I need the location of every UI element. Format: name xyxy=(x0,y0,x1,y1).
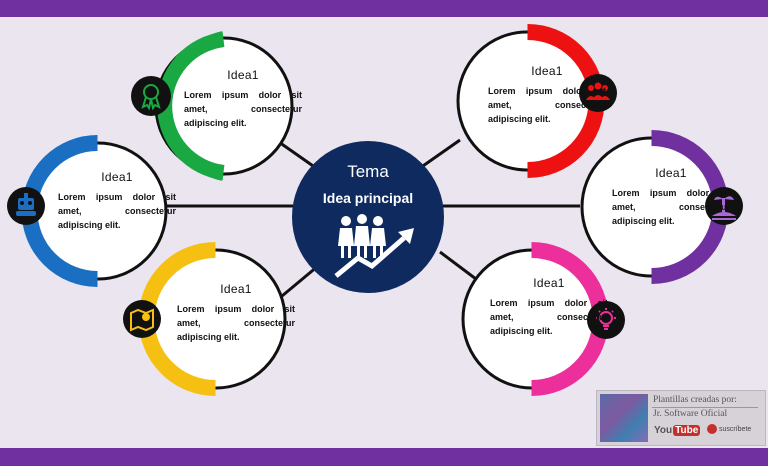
idea-text-pink: Idea1 Lorem ipsum dolor sit amet, consec… xyxy=(490,276,608,338)
idea-body: Lorem ipsum dolor sit amet, consectetur … xyxy=(177,304,295,342)
idea-body: Lorem ipsum dolor sit amet, consectetur … xyxy=(58,192,176,230)
team-growth-icon xyxy=(338,214,386,258)
idea-body: Lorem ipsum dolor sit amet, consectetur … xyxy=(490,298,608,336)
idea-text-green: Idea1 Lorem ipsum dolor sit amet, consec… xyxy=(184,68,302,130)
idea-text-blue: Idea1 Lorem ipsum dolor sit amet, consec… xyxy=(58,170,176,232)
connector-red xyxy=(419,138,461,170)
idea-body: Lorem ipsum dolor sit amet, consectetur … xyxy=(184,90,302,128)
connectors xyxy=(162,138,580,298)
connector-pink xyxy=(439,250,481,284)
badge-divider xyxy=(652,407,758,408)
youtube-you: You xyxy=(654,425,673,436)
channel-thumbnail xyxy=(600,394,648,442)
robot-icon xyxy=(16,193,36,216)
idea-title: Idea1 xyxy=(227,68,259,82)
idea-title: Idea1 xyxy=(655,166,687,180)
award-ribbon-icon xyxy=(141,84,161,111)
connector-yellow xyxy=(281,264,319,298)
center-node xyxy=(292,141,444,293)
idea-body: Lorem ipsum dolor sit amet, consectetur … xyxy=(612,188,730,226)
idea-node-blue xyxy=(7,135,168,287)
idea-node-purple xyxy=(580,130,743,284)
idea-body: Lorem ipsum dolor sit amet, consectetur … xyxy=(488,86,606,124)
center-subtitle: Idea principal xyxy=(322,190,414,206)
idea-node-yellow xyxy=(123,242,287,396)
idea-node-green xyxy=(131,31,294,181)
connector-green xyxy=(275,138,317,170)
idea-title: Idea1 xyxy=(533,276,565,290)
idea-text-red: Idea1 Lorem ipsum dolor sit amet, consec… xyxy=(488,64,606,126)
subscribe-button[interactable]: suscríbete xyxy=(707,424,751,434)
group-people-icon xyxy=(586,82,610,100)
idea-node-red xyxy=(456,24,617,178)
hand-click-icon xyxy=(707,424,717,434)
idea-text-purple: Idea1 Lorem ipsum dolor sit amet, consec… xyxy=(612,166,730,228)
idea-title: Idea1 xyxy=(220,282,252,296)
badge-line2: Jr. Software Oficial xyxy=(653,409,728,419)
center-title: Tema xyxy=(347,162,389,181)
lightbulb-icon xyxy=(596,308,616,330)
badge-line1: Plantillas creadas por: xyxy=(653,395,737,405)
idea-title: Idea1 xyxy=(101,170,133,184)
idea-text-yellow: Idea1 Lorem ipsum dolor sit amet, consec… xyxy=(177,282,295,344)
top-bar xyxy=(0,0,768,17)
idea-title: Idea1 xyxy=(531,64,563,78)
subscribe-label: suscríbete xyxy=(719,425,752,433)
island-icon xyxy=(712,196,736,220)
bottom-bar xyxy=(0,448,768,466)
growth-arrow-icon xyxy=(334,236,406,278)
map-icon xyxy=(130,308,154,332)
youtube-tube: Tube xyxy=(673,425,701,436)
creator-badge[interactable]: Plantillas creadas por: Jr. Software Ofi… xyxy=(596,390,766,446)
idea-node-pink xyxy=(461,242,625,396)
